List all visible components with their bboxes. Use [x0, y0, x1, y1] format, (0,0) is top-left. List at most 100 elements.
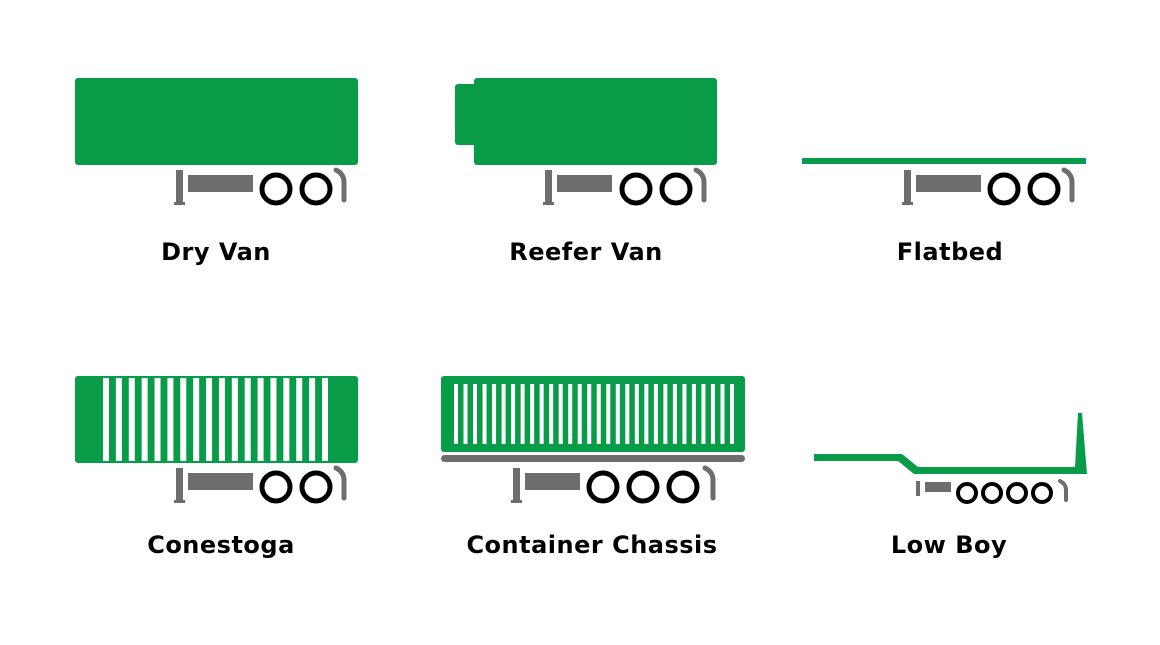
- mudflap: [1061, 167, 1075, 203]
- wheel: [666, 470, 700, 504]
- container-rib: [606, 384, 611, 444]
- conestoga-slat: [283, 378, 290, 461]
- label-container-chassis: Container Chassis: [466, 531, 718, 559]
- flatbed-deck: [802, 158, 1086, 164]
- label-reefer-van: Reefer Van: [509, 238, 663, 266]
- wheel: [956, 482, 978, 504]
- container-rib: [644, 384, 649, 444]
- container-rib: [511, 384, 516, 444]
- wheel: [259, 172, 293, 206]
- frame-bar: [188, 175, 253, 192]
- landing-gear-leg: [513, 468, 520, 500]
- container-rib: [701, 384, 706, 444]
- landing-gear-leg: [904, 170, 911, 202]
- chassis-rail: [441, 455, 745, 462]
- wheel: [619, 172, 653, 206]
- trailer-low-boy: [814, 413, 1087, 504]
- container-rib: [682, 384, 687, 444]
- trailer-body: [474, 78, 717, 165]
- conestoga-slat: [167, 378, 174, 461]
- conestoga-slat: [103, 378, 109, 461]
- conestoga-slat: [206, 378, 213, 461]
- container-rib: [454, 384, 458, 444]
- landing-gear-foot: [543, 202, 554, 205]
- mudflap: [333, 465, 347, 501]
- landing-gear-foot: [902, 202, 913, 205]
- landing-gear-leg: [916, 481, 920, 496]
- mudflap: [333, 167, 347, 203]
- conestoga-slat: [257, 378, 264, 461]
- conestoga-slat: [115, 378, 122, 461]
- container-rib: [549, 384, 554, 444]
- container-rib: [530, 384, 535, 444]
- wheel: [987, 172, 1021, 206]
- conestoga-slat: [218, 378, 225, 461]
- container-rib: [473, 384, 478, 444]
- conestoga-slat: [141, 378, 148, 461]
- container-rib: [653, 384, 658, 444]
- container-rib: [501, 384, 506, 444]
- wheel: [659, 172, 693, 206]
- container-rib: [720, 384, 725, 444]
- container-rib: [482, 384, 487, 444]
- lowboy-deck: [814, 413, 1087, 474]
- conestoga-slat: [231, 378, 238, 461]
- mudflap: [693, 167, 707, 203]
- container-rib: [596, 384, 601, 444]
- trailer-dry-van: [75, 78, 358, 206]
- mudflap: [1058, 479, 1068, 502]
- conestoga-slat: [244, 378, 251, 461]
- container-rib: [587, 384, 592, 444]
- wheel: [626, 470, 660, 504]
- conestoga-slat: [128, 378, 135, 461]
- container-rib: [558, 384, 563, 444]
- wheel: [981, 482, 1003, 504]
- conestoga-slat: [154, 378, 161, 461]
- trailer-flatbed: [802, 158, 1086, 206]
- container-rib: [615, 384, 620, 444]
- container-body: [441, 376, 745, 452]
- frame-bar: [525, 473, 580, 490]
- conestoga-slat: [270, 378, 277, 461]
- wheel: [586, 470, 620, 504]
- frame-bar: [188, 473, 253, 490]
- container-rib: [577, 384, 582, 444]
- label-dry-van: Dry Van: [161, 238, 271, 266]
- container-rib: [520, 384, 525, 444]
- trailer-conestoga: [75, 376, 358, 504]
- conestoga-slat: [180, 378, 187, 461]
- container-rib: [710, 384, 715, 444]
- wheel: [1027, 172, 1061, 206]
- conestoga-slat: [296, 378, 303, 461]
- frame-bar: [925, 482, 951, 492]
- label-flatbed: Flatbed: [896, 238, 1004, 266]
- trailer-container-chassis: [441, 376, 745, 504]
- landing-gear-foot: [174, 202, 185, 205]
- conestoga-slat: [322, 378, 328, 461]
- conestoga-slat: [193, 378, 200, 461]
- frame-bar: [557, 175, 612, 192]
- container-rib: [463, 384, 468, 444]
- conestoga-slat: [309, 378, 316, 461]
- label-conestoga: Conestoga: [147, 531, 295, 559]
- container-rib: [691, 384, 696, 444]
- container-rib: [663, 384, 668, 444]
- mudflap: [702, 465, 716, 501]
- landing-gear-leg: [176, 468, 183, 500]
- wheel: [299, 470, 333, 504]
- container-rib: [568, 384, 573, 444]
- container-rib: [634, 384, 639, 444]
- wheel: [1006, 482, 1028, 504]
- container-rib: [492, 384, 497, 444]
- trailer-reefer-van: [455, 78, 717, 206]
- landing-gear-foot: [511, 500, 522, 503]
- landing-gear-leg: [176, 170, 183, 202]
- frame-bar: [916, 175, 981, 192]
- trailer-body: [75, 78, 358, 165]
- container-rib: [730, 384, 734, 444]
- wheel: [1031, 482, 1053, 504]
- landing-gear-foot: [174, 500, 185, 503]
- label-low-boy: Low Boy: [890, 531, 1008, 559]
